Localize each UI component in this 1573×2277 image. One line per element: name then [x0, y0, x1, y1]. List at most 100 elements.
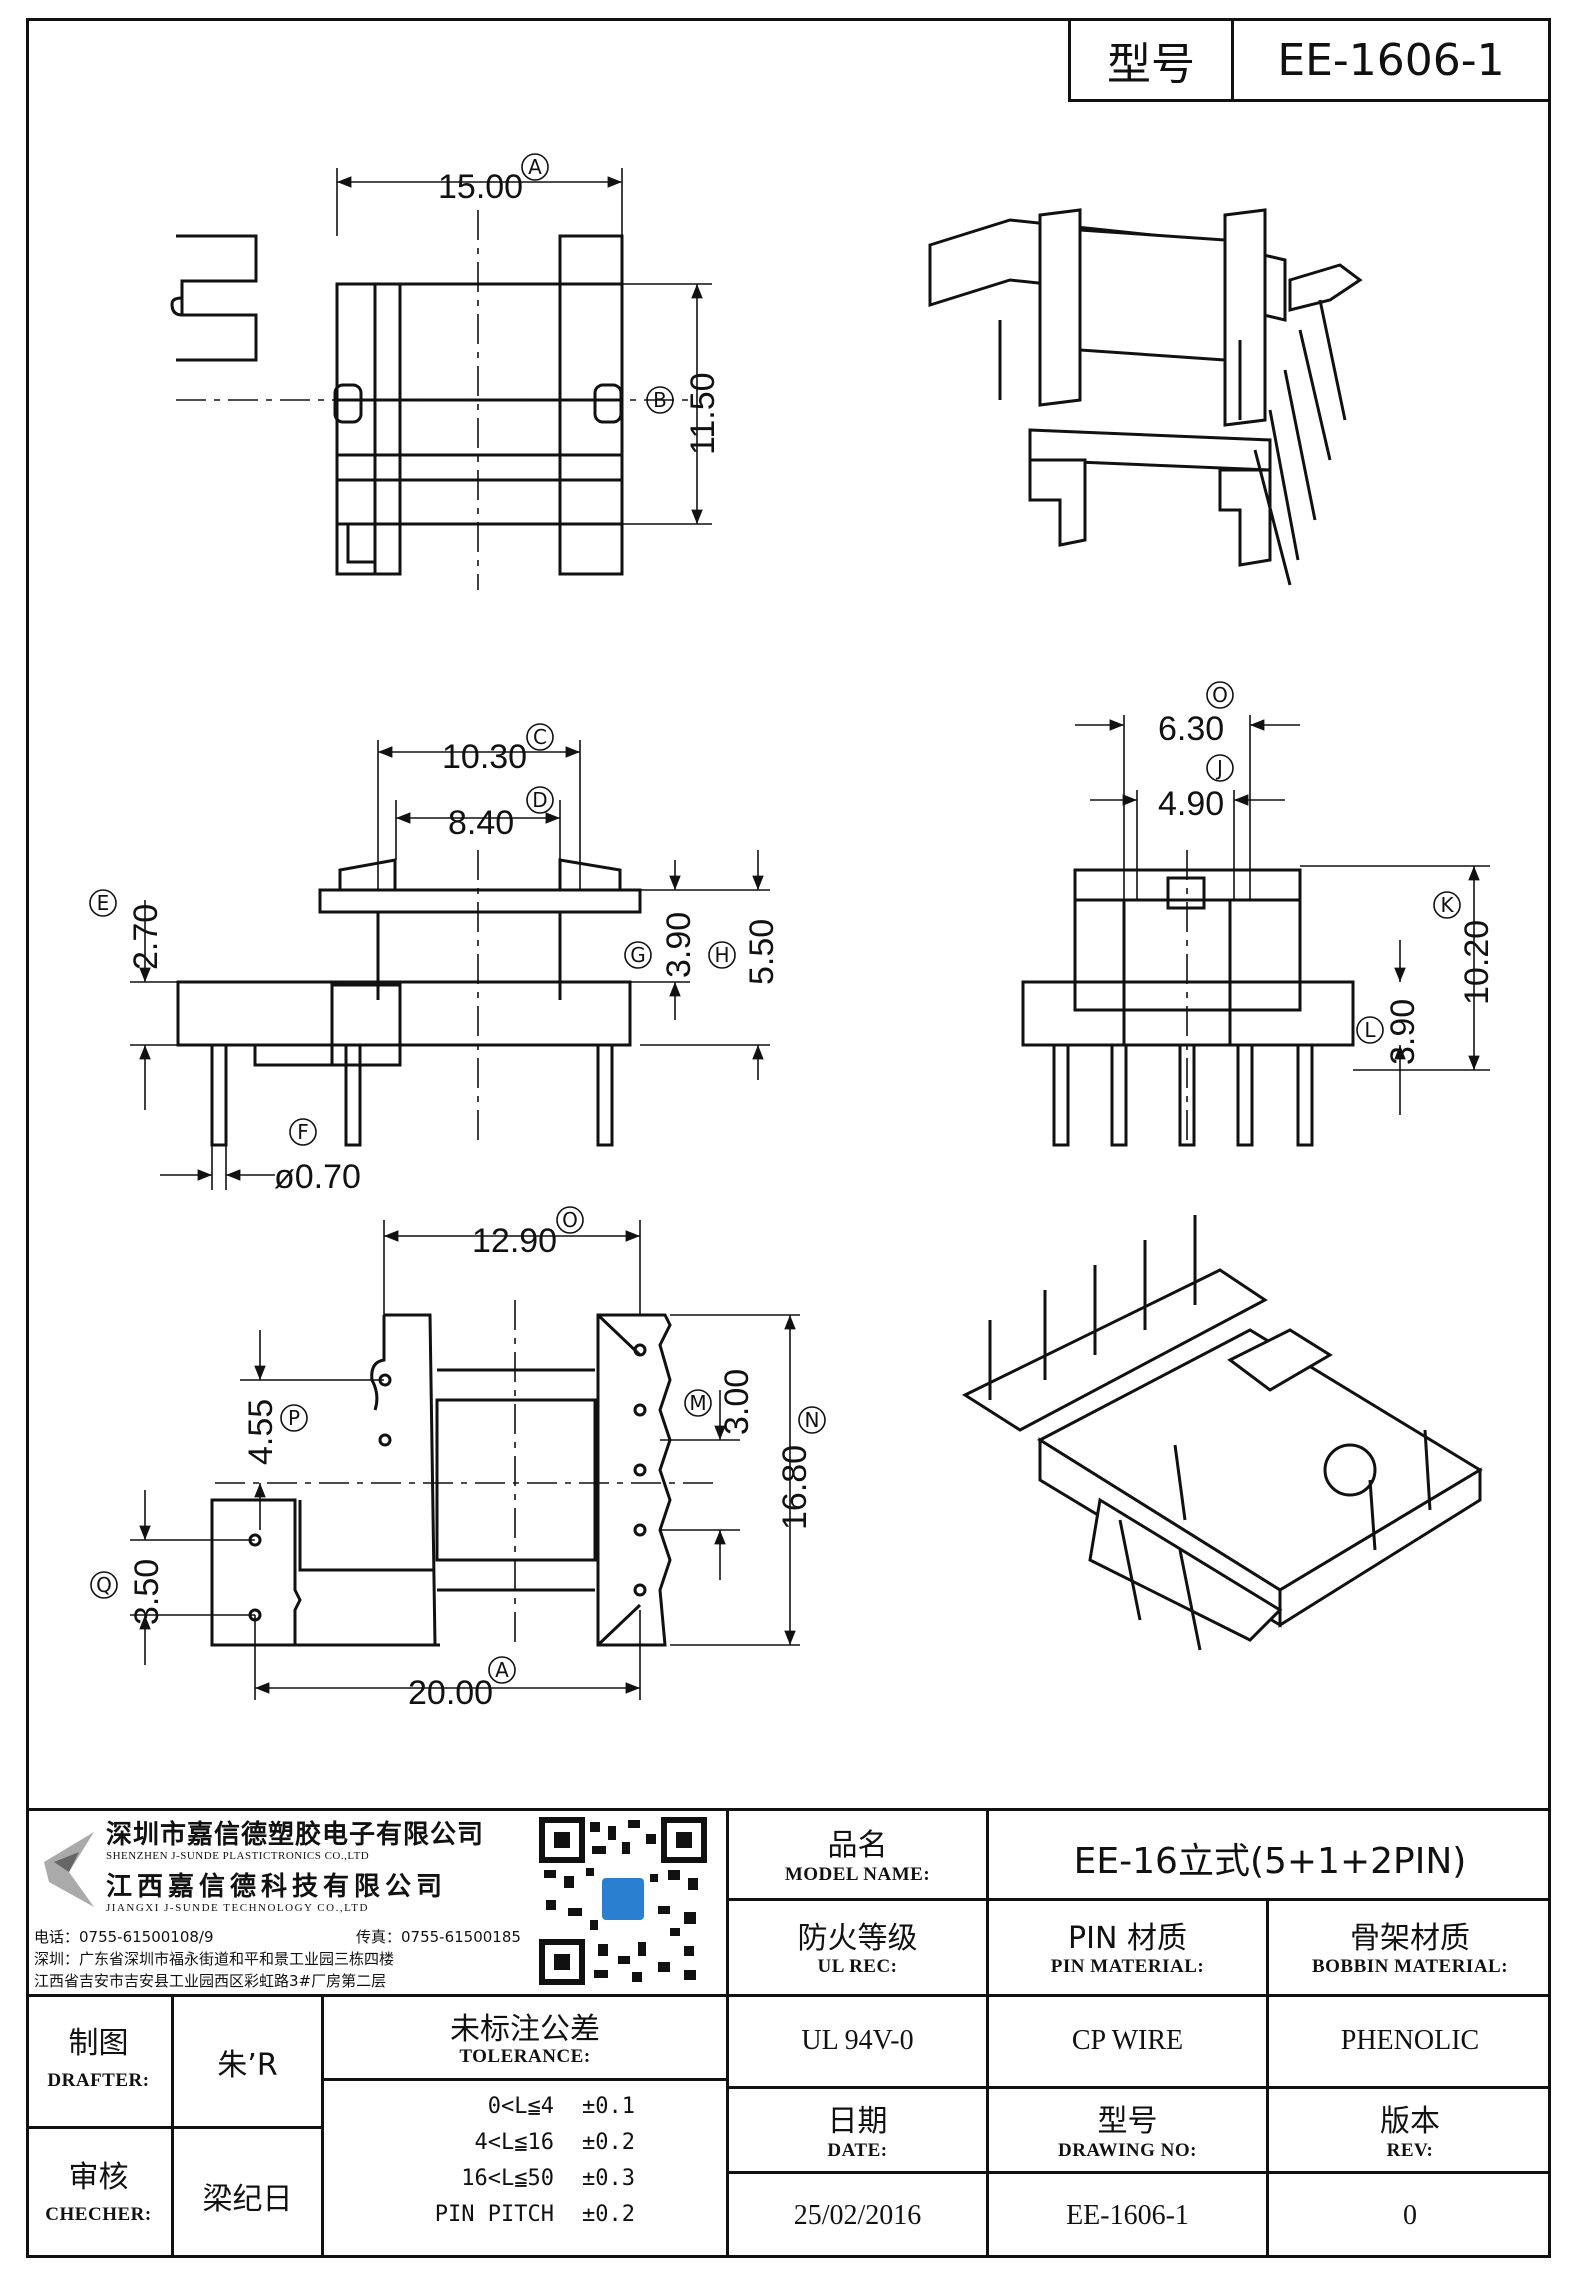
dim-bottom-p: 4.55: [242, 1399, 280, 1465]
ref-n: N: [805, 1408, 820, 1432]
company-logo: [44, 1832, 94, 1907]
ref-p: P: [288, 1406, 300, 1430]
dim-front-k: 10.20: [1458, 920, 1496, 1005]
ul-label-en: UL REC:: [817, 1956, 898, 1977]
bobbin-material-label-en: BOBBIN MATERIAL:: [1311, 1956, 1509, 1977]
date-value: 25/02/2016: [793, 2200, 922, 2231]
company-address-2: 江西省吉安市吉安县工业园西区彩虹路3#厂房第二层: [34, 1972, 387, 1990]
ref-q: Q: [96, 1573, 112, 1597]
dim-front-l: 3.90: [1384, 999, 1422, 1065]
tolerance-value: ±0.1: [582, 2093, 635, 2119]
front-view: 6.30 O 4.90 J 10.20 K 3.90 L: [1021, 681, 1496, 1147]
company-info: 深圳市嘉信德塑胶电子有限公司 SHENZHEN J-SUNDE PLASTICT…: [26, 1808, 726, 2000]
drawing-frame: [26, 18, 1551, 2258]
bobbin-material-label-cn: 骨架材质: [1350, 1921, 1470, 1956]
drawing-no-value: EE-1606-1: [1066, 2200, 1189, 2231]
dim-bottom-o: 12.90: [472, 1222, 557, 1260]
pin-material-label-cn: PIN 材质: [1068, 1921, 1187, 1956]
model-name-value: EE-16立式(5+1+2PIN): [1073, 1841, 1467, 1882]
model-name-label-cn: 品名: [827, 1828, 888, 1863]
drawing-number-box: 型号 EE-1606-1: [1068, 18, 1551, 102]
ref-m: M: [689, 1391, 706, 1415]
drafter-value: 朱’R: [217, 2048, 278, 2083]
dim-pin-diameter: ø0.70: [274, 1158, 361, 1196]
side-view: 10.30 C 8.40 D 2.70 E 3.90 G 5.50 H ø0.7…: [89, 723, 781, 1196]
drawing-no-label-en: DRAWING NO:: [1057, 2140, 1198, 2161]
ul-label-cn: 防火等级: [797, 1921, 918, 1956]
tolerance-range: 16<L≦50: [461, 2165, 554, 2191]
title-block: 深圳市嘉信德塑胶电子有限公司 SHENZHEN J-SUNDE PLASTICT…: [26, 1808, 1551, 2258]
date-label-en: DATE:: [827, 2140, 888, 2161]
ref-o-bottom: O: [562, 1208, 578, 1232]
drafter-label-cn: 制图: [68, 2026, 129, 2061]
ref-d: D: [532, 788, 547, 812]
qr-code: [538, 1816, 708, 1986]
rev-value: 0: [1403, 2200, 1417, 2231]
company-name-cn-1: 深圳市嘉信德塑胶电子有限公司: [106, 1820, 485, 1850]
ref-j: J: [1215, 756, 1223, 780]
dim-bottom-m: 3.00: [718, 1369, 756, 1435]
ref-a: A: [528, 155, 542, 179]
ref-b: B: [653, 388, 667, 412]
ref-c: C: [533, 725, 547, 749]
tolerance-value: ±0.2: [582, 2201, 635, 2227]
ul-value: UL 94V-0: [801, 2025, 914, 2056]
ref-g: G: [630, 943, 646, 967]
technical-drawing: 15.00 A 11.50 B: [89, 153, 1496, 1712]
model-name-label-en: MODEL NAME:: [784, 1864, 931, 1885]
tolerance-row: PIN PITCH ±0.2: [324, 2196, 726, 2232]
ref-o-front: O: [1212, 683, 1228, 707]
tolerance-row: 16<L≦50 ±0.3: [324, 2160, 726, 2196]
model-label: 型号: [1071, 21, 1234, 99]
dim-front-j: 4.90: [1158, 785, 1224, 823]
drawing-no-label-cn: 型号: [1097, 2104, 1158, 2139]
dim-side-h: 5.50: [743, 919, 781, 985]
checker-value: 梁纪日: [202, 2182, 293, 2217]
dim-bottom-a: 20.00: [408, 1674, 493, 1712]
tolerance-range: PIN PITCH: [434, 2201, 554, 2227]
rev-label-en: REV:: [1386, 2140, 1434, 2161]
dim-top-width: 15.00: [438, 168, 523, 206]
ref-f: F: [297, 1120, 309, 1144]
tolerance-table: 0<L≦4 ±0.1 4<L≦16 ±0.2 16<L≦50 ±0.3 PIN …: [324, 2088, 726, 2232]
dim-bottom-n: 16.80: [776, 1445, 814, 1530]
tolerance-value: ±0.2: [582, 2129, 635, 2155]
checker-label-en: CHECHER:: [45, 2204, 152, 2225]
checker-label-cn: 审核: [68, 2160, 129, 2195]
dim-side-e: 2.70: [127, 904, 165, 970]
tolerance-label-cn: 未标注公差: [450, 2012, 600, 2047]
bottom-view: 12.90 O 4.55 P 3.00 M 16.80 N 3.50 Q 20.…: [90, 1206, 826, 1712]
tolerance-range: 4<L≦16: [474, 2129, 554, 2155]
isometric-view-top: [928, 208, 1363, 586]
dim-side-g: 3.90: [660, 912, 698, 978]
company-name-en-2: JIANGXI J-SUNDE TECHNOLOGY CO.,LTD: [106, 1902, 369, 1914]
ref-h: H: [714, 943, 729, 967]
tolerance-row: 4<L≦16 ±0.2: [324, 2124, 726, 2160]
tolerance-row: 0<L≦4 ±0.1: [324, 2088, 726, 2124]
ref-a-bottom: A: [495, 1658, 509, 1682]
ref-l: L: [1364, 1018, 1376, 1042]
date-label-cn: 日期: [827, 2104, 888, 2139]
rev-label-cn: 版本: [1380, 2104, 1440, 2139]
company-address-1: 深圳：广东省深圳市福永街道和平和景工业园三栋四楼: [34, 1950, 395, 1968]
ref-k: K: [1440, 893, 1454, 917]
isometric-view-bottom: [961, 1215, 1483, 1651]
company-tel: 电话：0755-61500108/9: [34, 1928, 214, 1946]
company-name-cn-2: 江西嘉信德科技有限公司: [106, 1872, 448, 1902]
top-view: 15.00 A 11.50 B: [170, 153, 722, 590]
pin-material-label-en: PIN MATERIAL:: [1050, 1956, 1205, 1977]
dim-front-o: 6.30: [1158, 710, 1224, 748]
tolerance-value: ±0.3: [582, 2165, 635, 2191]
tolerance-label-en: TOLERANCE:: [459, 2046, 591, 2067]
dim-side-d: 8.40: [448, 804, 514, 842]
tolerance-range: 0<L≦4: [487, 2093, 554, 2119]
company-fax: 传真：0755-61500185: [356, 1928, 521, 1946]
dim-side-c: 10.30: [442, 738, 527, 776]
drafter-label-en: DRAFTER:: [47, 2070, 150, 2091]
dim-top-height: 11.50: [684, 372, 722, 455]
ref-e: E: [97, 891, 110, 915]
dim-bottom-q: 3.50: [128, 1559, 166, 1625]
company-name-en-1: SHENZHEN J-SUNDE PLASTICTRONICS CO.,LTD: [106, 1850, 370, 1862]
bobbin-material-value: PHENOLIC: [1340, 2025, 1480, 2056]
model-number: EE-1606-1: [1277, 34, 1505, 86]
